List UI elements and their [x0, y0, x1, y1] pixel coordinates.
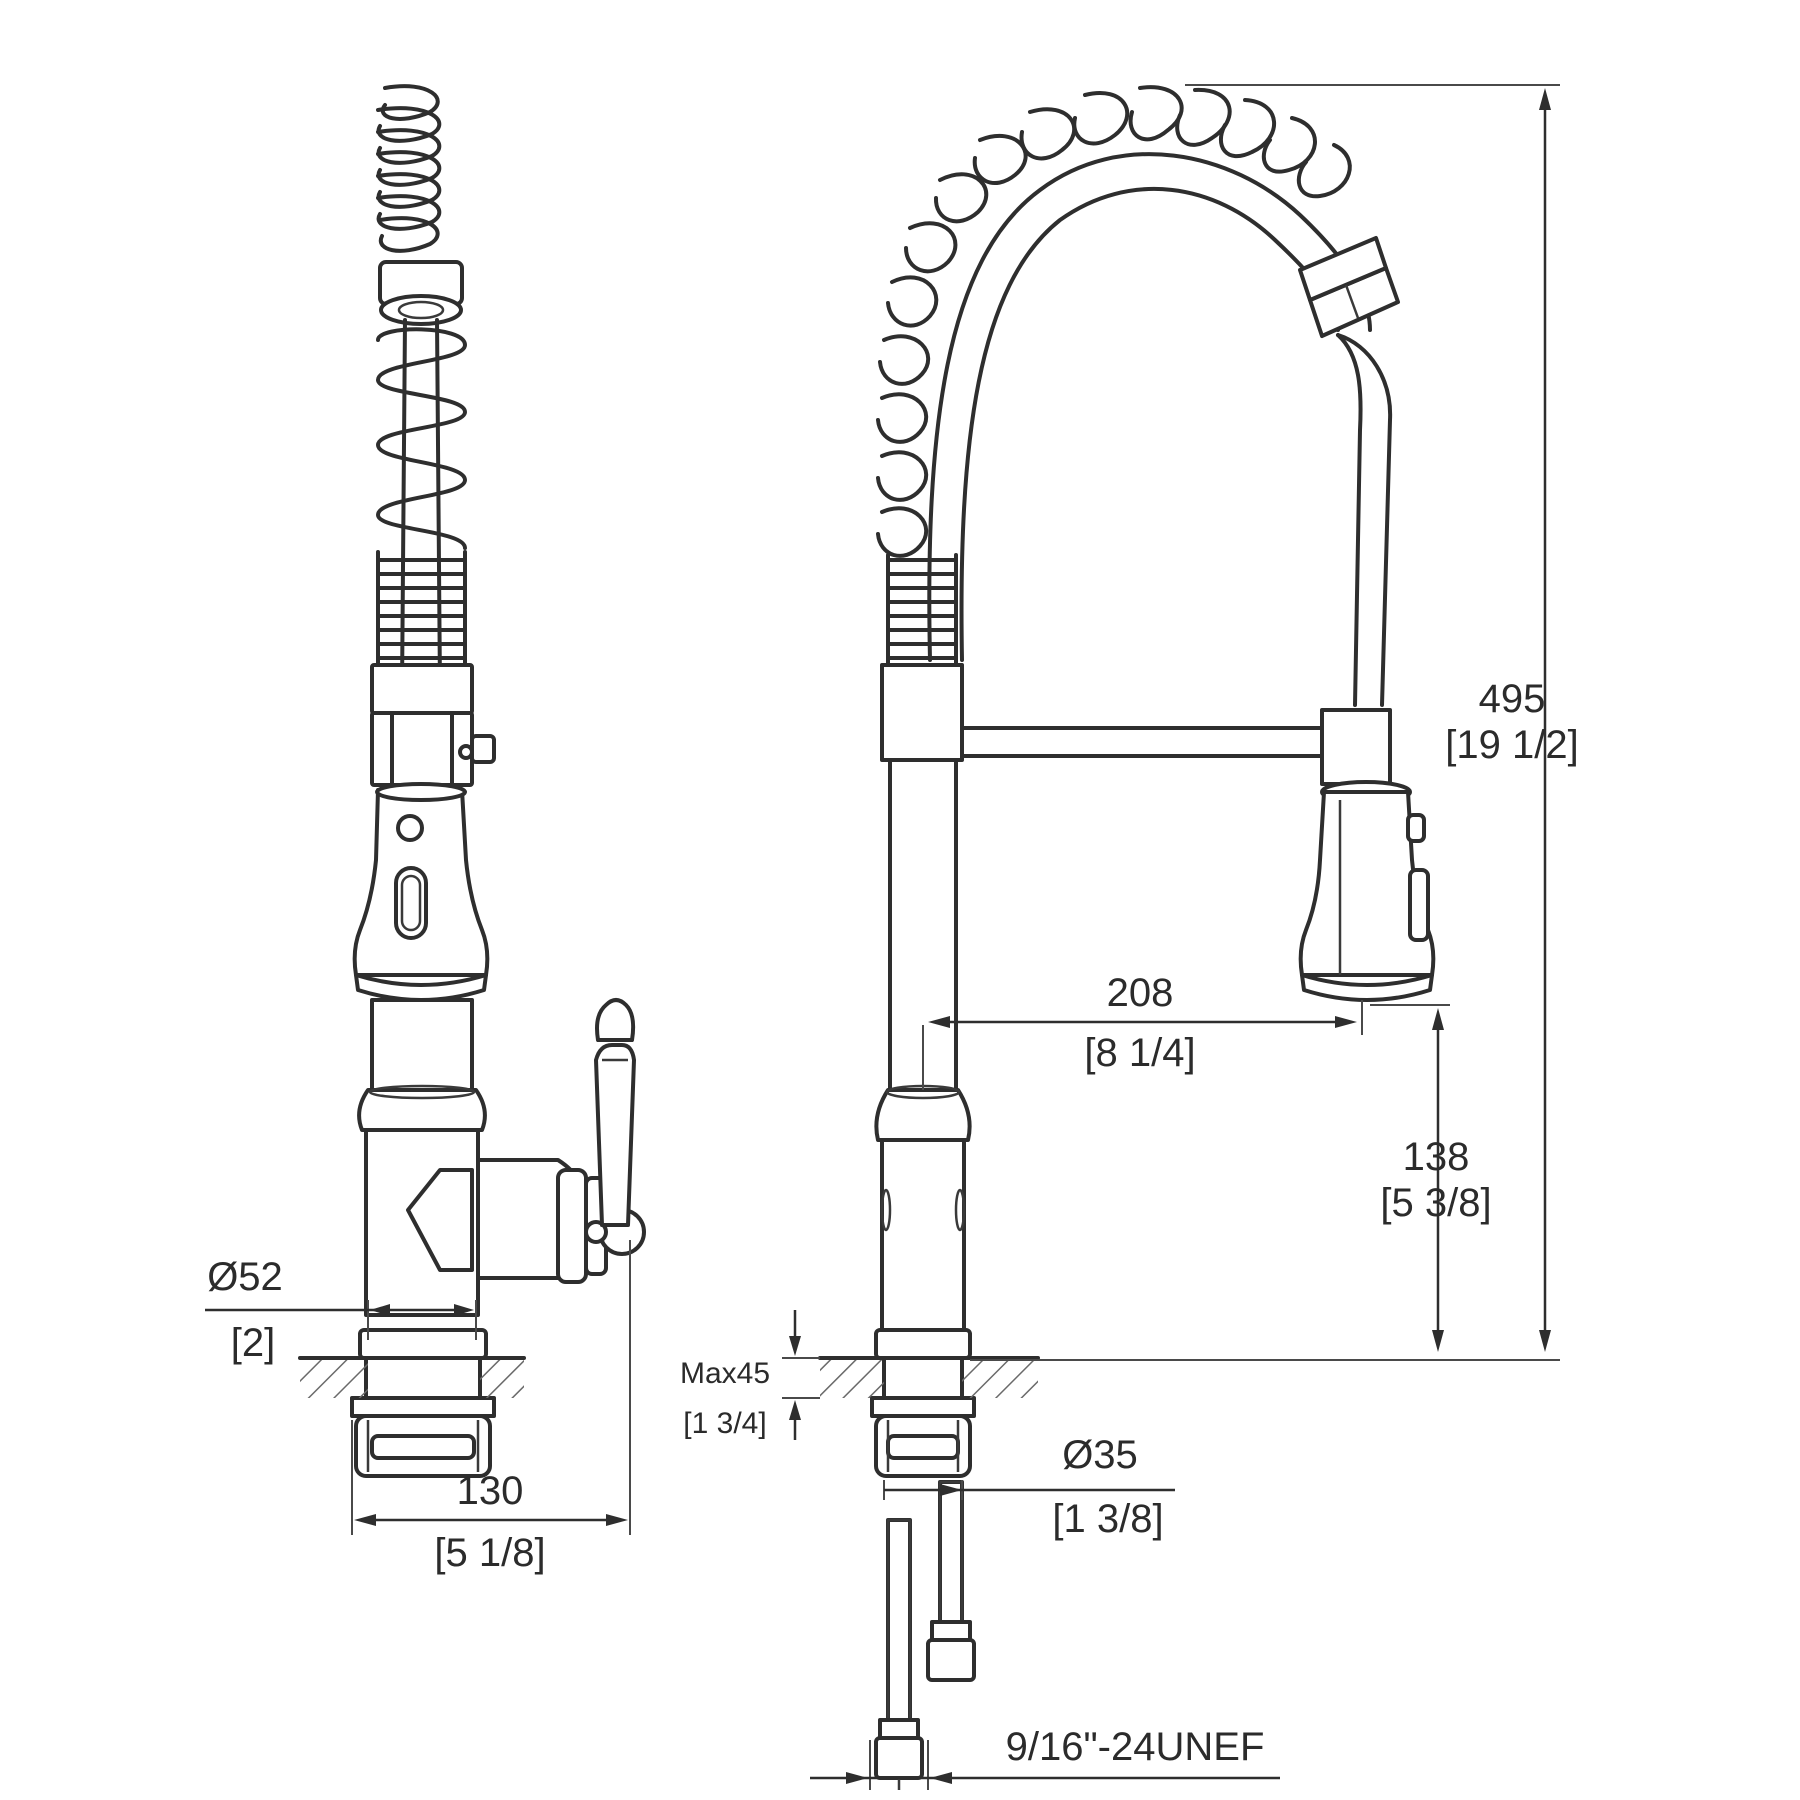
side-view-column [350, 998, 646, 1478]
dim-total-height-in: [19 1/2] [1445, 723, 1578, 767]
front-view-coil-spring [876, 85, 1352, 667]
dim-side-depth-mm: 130 [457, 1469, 524, 1513]
dim-spray-clearance-mm: 138 [1403, 1135, 1470, 1179]
dim-spray-clearance-in: [5 3/8] [1380, 1181, 1491, 1225]
dim-total-height-mm: 495 [1479, 677, 1546, 721]
dim-base-diameter: Ø52 [2] [205, 1255, 477, 1365]
front-view-deck [818, 1356, 1040, 1398]
dim-spout-reach: 208 [8 1/4] [922, 971, 1363, 1090]
dim-side-depth: 130 [5 1/8] [351, 1240, 631, 1575]
dim-deck-thickness-mm: Max45 [680, 1357, 770, 1390]
dim-spray-clearance: 138 [5 3/8] [1370, 1004, 1492, 1352]
front-view-supply-hoses [874, 1480, 976, 1790]
dim-hole-diameter-mm: Ø35 [1062, 1433, 1138, 1477]
dim-base-diameter-mm: Ø52 [207, 1255, 283, 1299]
dim-hole-diameter-in: [1 3/8] [1052, 1497, 1163, 1541]
dim-deck-thickness: Max45 [1 3/4] [680, 1310, 820, 1440]
dim-side-depth-in: [5 1/8] [434, 1531, 545, 1575]
dim-spout-reach-in: [8 1/4] [1084, 1031, 1195, 1075]
dim-thread-spec: 9/16"-24UNEF [810, 1725, 1280, 1790]
dim-total-height: 495 [19 1/2] [970, 84, 1579, 1361]
side-view-deck [298, 1356, 526, 1398]
dim-spout-reach-mm: 208 [1107, 971, 1174, 1015]
front-view-spout-collar [1298, 236, 1400, 338]
dim-thread-spec-label: 9/16"-24UNEF [1006, 1725, 1265, 1769]
side-view [298, 84, 646, 1478]
front-view-spray-head [1298, 780, 1436, 1002]
side-view-coil-spring [376, 84, 467, 692]
front-view-hose [927, 152, 1393, 707]
side-view-spray-head [352, 782, 490, 1002]
dim-base-diameter-in: [2] [231, 1321, 275, 1365]
dim-hole-diameter: Ø35 [1 3/8] [883, 1433, 1175, 1541]
side-view-spray-holder [370, 663, 496, 787]
dim-deck-thickness-in: [1 3/4] [683, 1407, 766, 1440]
